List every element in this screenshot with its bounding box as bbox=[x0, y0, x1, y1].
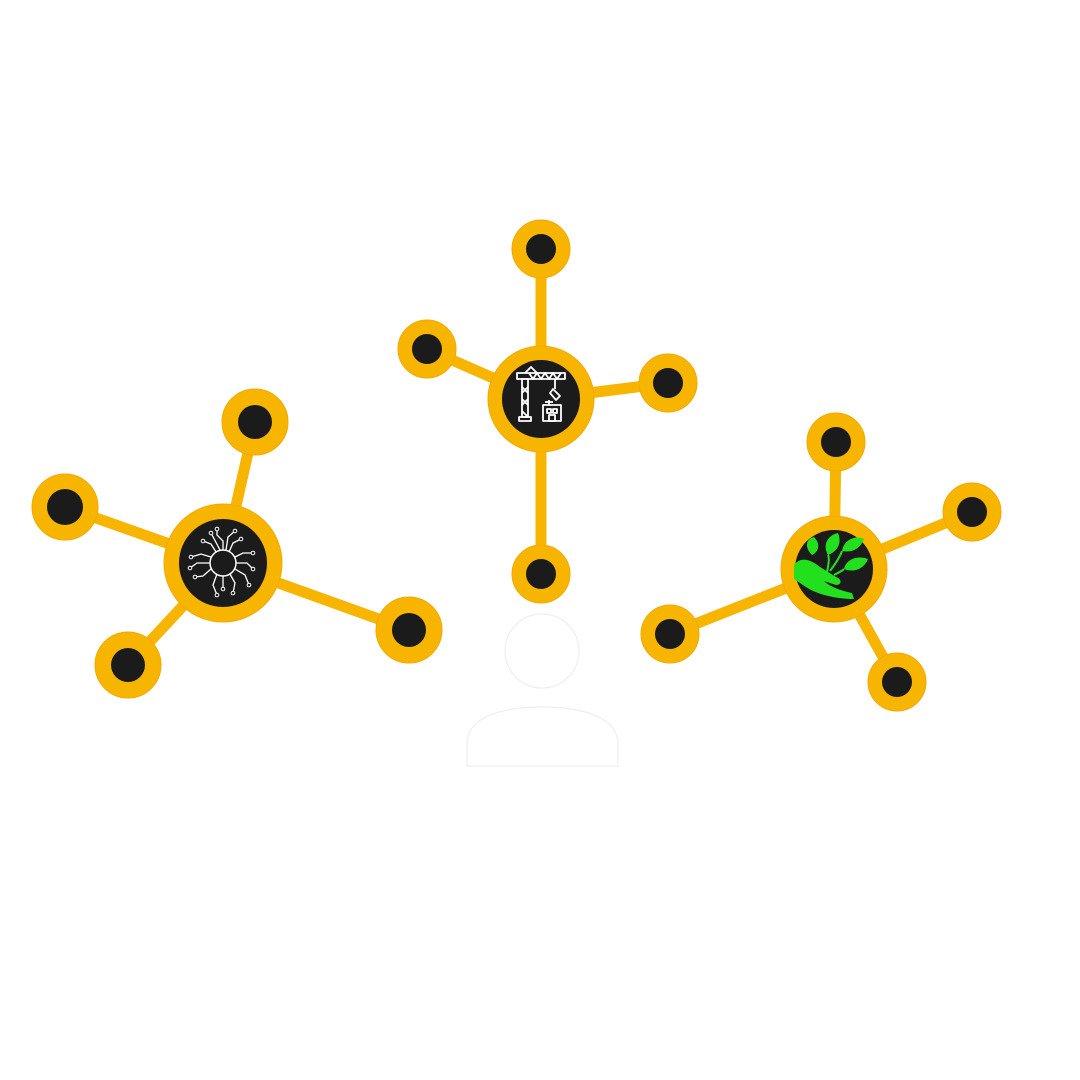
person-silhouette-icon bbox=[466, 613, 619, 767]
satellite-node[interactable] bbox=[31, 473, 99, 541]
satellite-nodes-construction bbox=[397, 219, 698, 604]
satellite-node[interactable] bbox=[867, 652, 927, 712]
satellite-node[interactable] bbox=[638, 353, 698, 413]
satellite-node[interactable] bbox=[375, 596, 443, 664]
cluster-construction bbox=[397, 219, 698, 604]
satellite-node[interactable] bbox=[511, 219, 571, 279]
satellite-node[interactable] bbox=[942, 482, 1002, 542]
cluster-environment bbox=[640, 412, 1002, 712]
hub-node-technology[interactable] bbox=[163, 503, 283, 623]
cluster-technology bbox=[31, 388, 443, 699]
satellite-node[interactable] bbox=[511, 544, 571, 604]
satellite-node[interactable] bbox=[397, 319, 457, 379]
satellite-node[interactable] bbox=[221, 388, 289, 456]
hand-leaves-icon bbox=[794, 533, 868, 599]
circuit-chip-icon bbox=[187, 526, 256, 598]
satellite-nodes-environment bbox=[640, 412, 1002, 712]
satellite-node[interactable] bbox=[640, 604, 700, 664]
hub-node-environment[interactable] bbox=[780, 515, 888, 623]
satellite-node[interactable] bbox=[806, 412, 866, 472]
hub-node-construction[interactable] bbox=[487, 345, 595, 453]
crane-building-icon bbox=[516, 366, 566, 422]
satellite-node[interactable] bbox=[94, 631, 162, 699]
satellite-nodes-technology bbox=[31, 388, 443, 699]
